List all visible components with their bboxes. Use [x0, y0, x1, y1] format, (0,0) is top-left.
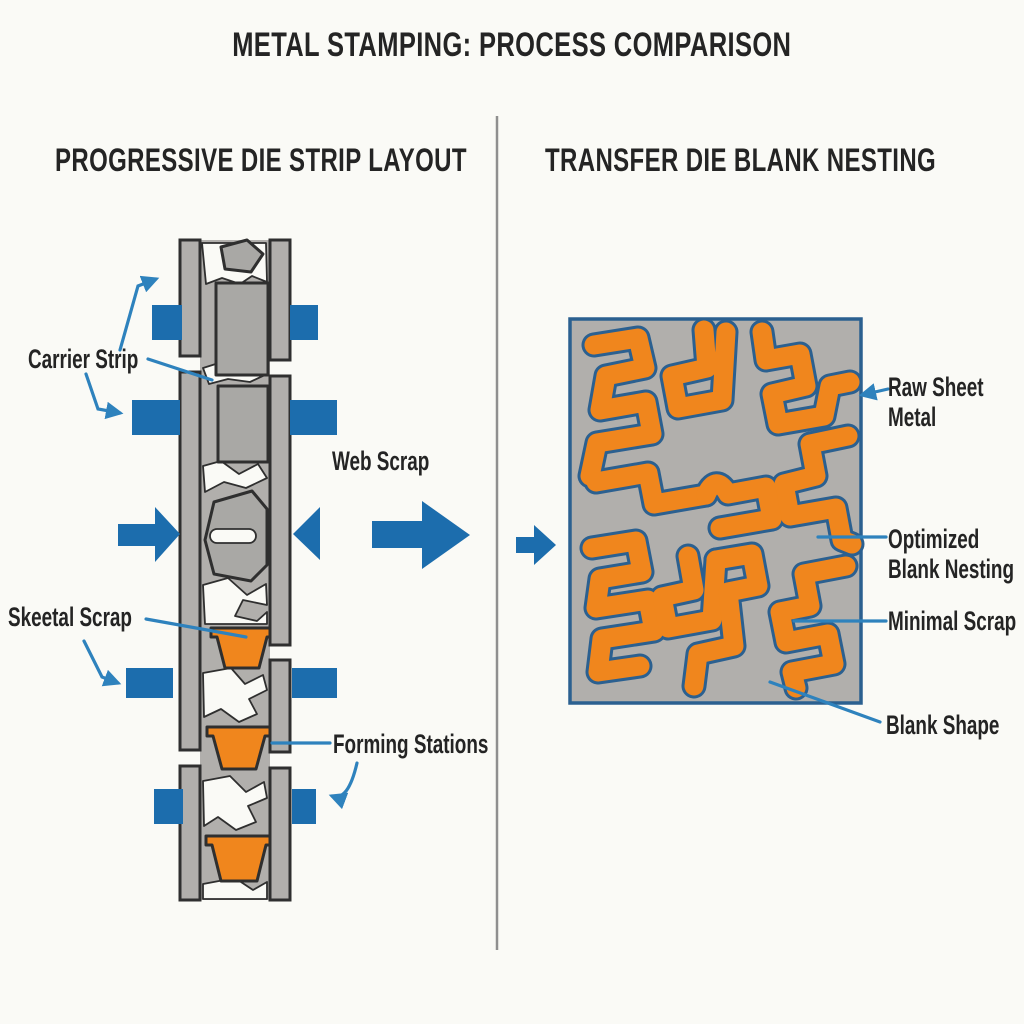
pilot-tab: [154, 789, 183, 824]
carrier-rail-right: [268, 766, 292, 902]
carrier-strip-callout-arrow-2: [84, 372, 124, 420]
left-section-heading: PROGRESSIVE DIE STRIP LAYOUT: [55, 142, 467, 178]
carrier-rail-right: [268, 658, 292, 754]
skeletal-scrap-leader-line: [144, 617, 248, 639]
label-raw-sheet-metal: Raw Sheet Metal: [888, 372, 984, 433]
pilot-tab: [290, 400, 337, 435]
process-flow-arrow-small-icon: [516, 525, 556, 565]
press-arrow-left-icon: [118, 507, 180, 562]
carrier-rail-right: [268, 374, 292, 647]
label-minimal-scrap: Minimal Scrap: [888, 606, 1017, 636]
page-title: METAL STAMPING: PROCESS COMPARISON: [232, 26, 792, 64]
blank-notch-slot: [209, 528, 257, 544]
label-forming-stations: Forming Stations: [333, 729, 489, 759]
progressive-strip-diagram: [118, 238, 337, 902]
carrier-rail-left: [178, 764, 202, 902]
nesting-diagram: [568, 317, 865, 705]
scrap-void: [202, 667, 268, 723]
scrap-void: [202, 577, 268, 625]
scrap-void: [202, 460, 268, 493]
skeletal-scrap-callout-arrow: [82, 639, 122, 687]
forming-stations-callout-arrow: [328, 761, 359, 810]
label-carrier-strip: Carrier Strip: [28, 344, 139, 374]
process-flow-arrow-large-icon: [372, 501, 470, 569]
label-optimized-blank-nesting: Optimized Blank Nesting: [888, 524, 1015, 585]
right-section-heading: TRANSFER DIE BLANK NESTING: [545, 142, 937, 178]
press-arrow-right-icon: [293, 507, 320, 560]
blank-pierced: [219, 238, 265, 274]
pilot-tab: [290, 305, 318, 340]
scrap-web-pattern: [577, 317, 865, 701]
label-web-scrap: Web Scrap: [332, 446, 430, 476]
pilot-tab: [132, 400, 180, 435]
raw-sheet-callout-arrow: [858, 383, 890, 401]
blank-rectangular-1: [214, 281, 270, 377]
carrier-rail-left: [178, 238, 202, 358]
carrier-strip-callout-arrow: [118, 275, 160, 352]
scrap-void: [202, 775, 268, 831]
blank-rectangular-2: [216, 384, 270, 464]
carrier-rail-right: [268, 238, 292, 362]
pilot-tab: [292, 668, 337, 698]
pilot-tab: [152, 305, 182, 340]
label-blank-shape: Blank Shape: [886, 710, 1000, 740]
pilot-tab: [126, 668, 173, 698]
pilot-tab: [292, 789, 316, 824]
blank-shape-leader-line: [768, 680, 882, 724]
label-skeletal-scrap: Skeetal Scrap: [8, 602, 132, 632]
carrier-strip-leader-line: [146, 357, 214, 382]
carrier-rail-left: [178, 370, 202, 752]
